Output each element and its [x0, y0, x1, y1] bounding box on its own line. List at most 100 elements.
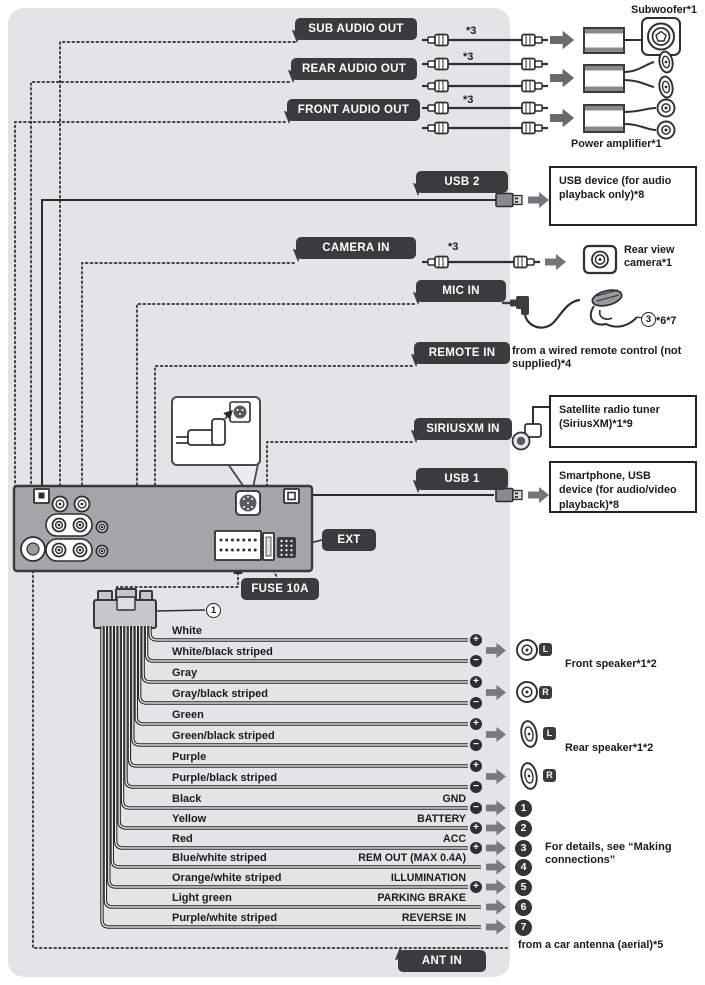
polarity-sign: +: [470, 881, 482, 893]
oval-speaker-icon: [658, 50, 674, 74]
subwoofer-icon: [641, 17, 681, 56]
wire-function-label: PARKING BRAKE: [377, 892, 466, 904]
camera-icon: [598, 258, 602, 261]
subwoofer-label: Subwoofer*1: [631, 4, 697, 16]
polarity-sign: +: [470, 718, 482, 730]
mic-annotation: 3*6*7: [641, 311, 676, 329]
oval-speaker-icon: [520, 762, 538, 790]
usb-plug: [515, 496, 518, 498]
speaker-icon: [525, 648, 529, 652]
usb-plug: [512, 194, 523, 206]
wire-function-label: REVERSE IN: [401, 912, 466, 924]
oval-speaker-icon: [520, 720, 538, 748]
speaker-icon: [661, 125, 671, 135]
rear-right-channel-badge: R: [543, 769, 556, 782]
usb-plug: [515, 201, 518, 203]
amplifier-box: [585, 126, 623, 131]
target-number-circle: 3: [515, 839, 532, 857]
polarity-sign: +: [470, 760, 482, 772]
amplifier-box: [585, 47, 623, 52]
siriusxm-plug: [511, 431, 531, 451]
polarity-sign: +: [470, 822, 482, 834]
polarity-sign: −: [470, 655, 482, 667]
flow-arrow: [528, 487, 549, 503]
wire-function-label: GND: [442, 793, 466, 805]
usb1-badge: USB 1: [416, 468, 508, 490]
remote-device-label: from a wired remote control (not supplie…: [512, 345, 682, 371]
rca-plug: [513, 255, 528, 269]
making-connections-note: For details, see “Making connections”: [545, 841, 672, 867]
flow-arrow: [550, 68, 575, 88]
wire-color-label: Purple: [172, 751, 207, 763]
usb-plug: [515, 197, 518, 200]
camera-icon: [582, 244, 618, 275]
speaker-icon: [661, 103, 671, 113]
rca-plug: [521, 101, 536, 115]
speaker-icon: [521, 686, 533, 698]
power-amplifier-label: Power amplifier*1: [571, 138, 662, 150]
antenna-device-label: from a car antenna (aerial)*5: [518, 939, 664, 951]
amplifier-box: [585, 66, 623, 71]
mic-capsule: [591, 289, 623, 307]
target-number-circle: 6: [515, 898, 532, 916]
rca-plug: [526, 258, 535, 266]
speaker-icon: [521, 644, 533, 656]
rca-plug: [534, 82, 543, 90]
rca-plug: [534, 60, 543, 68]
front-link: [623, 123, 657, 131]
polarity-sign: +: [470, 676, 482, 688]
rear-speaker-label: Rear speaker*1*2: [565, 742, 654, 754]
wire-color-label: Purple/black striped: [172, 772, 278, 784]
mic-plug: [521, 306, 529, 315]
camera-cable-note: *3: [448, 241, 459, 253]
sub-cable-note: *3: [466, 25, 477, 37]
wire-color-label: White: [172, 625, 202, 637]
polarity-sign: −: [470, 697, 482, 709]
siriusxm-plug: [524, 423, 542, 438]
wire-color-label: Gray: [172, 667, 198, 679]
remote-in-badge: REMOTE IN: [414, 342, 510, 364]
front-right-channel-badge: R: [539, 686, 552, 699]
speaker-icon: [516, 681, 538, 703]
amplifier-box: [583, 104, 625, 133]
usb2-badge: USB 2: [416, 171, 508, 193]
usb2-device-box: USB device (for audio playback only)*8: [549, 166, 697, 226]
wire-color-label: White/black striped: [172, 646, 273, 658]
camera-in-badge: CAMERA IN: [296, 237, 416, 259]
mic-capsule: [595, 289, 619, 297]
wire-color-label: Yellow: [172, 813, 207, 825]
mic-ref-circle: 3: [641, 312, 656, 328]
rca-plug: [534, 124, 543, 132]
wire-color-label: Black: [172, 793, 202, 805]
wire-color-label: Green: [172, 709, 204, 721]
fuse-badge: FUSE 10A: [241, 578, 319, 600]
amplifier-box: [583, 64, 625, 93]
rca-plug: [521, 57, 536, 71]
rear-link: [623, 61, 655, 73]
camera-icon: [591, 250, 609, 269]
camera-icon: [594, 254, 606, 265]
diagram-panel-background: [8, 8, 510, 977]
mic-clip: [598, 309, 613, 320]
speaker-icon: [664, 106, 668, 110]
siriusxm-device-box: Satellite radio tuner (SiriusXM)*1*9: [549, 395, 697, 448]
front-left-channel-badge: L: [539, 643, 552, 656]
amplifier-box: [583, 27, 625, 54]
siriusxm-in-badge: SIRIUSXM IN: [414, 418, 512, 440]
usb-plug: [512, 489, 523, 501]
polarity-sign: +: [470, 634, 482, 646]
mic-note: *6*7: [656, 315, 677, 327]
mic-capsule: [596, 294, 620, 302]
front-speaker-label: Front speaker*1*2: [565, 658, 657, 670]
mic-clip: [589, 305, 638, 328]
harness-ref-circle: 1: [206, 603, 221, 618]
flow-arrow: [550, 108, 575, 128]
target-number-circle: 4: [515, 858, 532, 876]
flow-arrow: [550, 30, 575, 50]
target-number-circle: 7: [515, 918, 532, 936]
front-link: [623, 107, 657, 113]
target-number-circle: 5: [515, 878, 532, 896]
wire-color-label: Light green: [172, 892, 232, 904]
rca-plug: [521, 79, 536, 93]
amplifier-box: [585, 86, 623, 91]
